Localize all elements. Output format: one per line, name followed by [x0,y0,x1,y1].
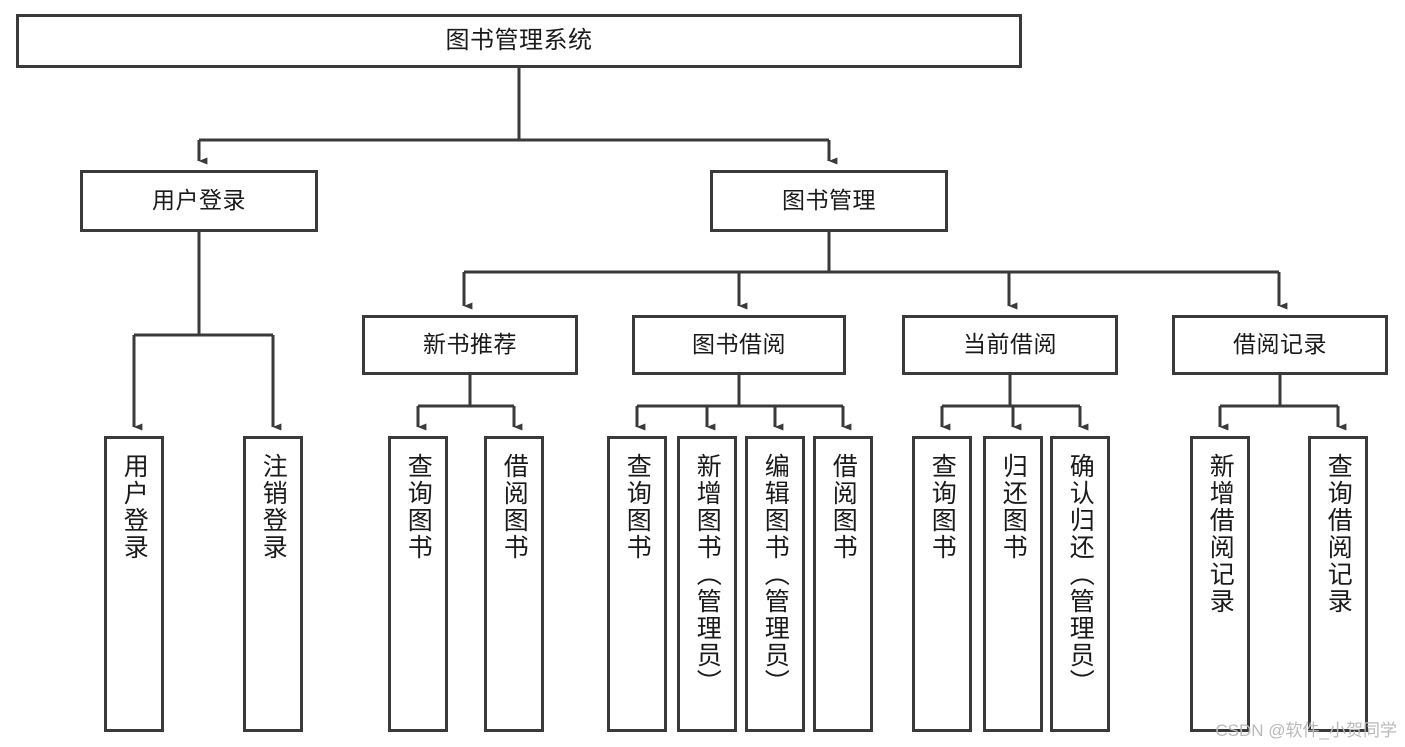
node-level2-用户登录-0[interactable]: 用户登录 [80,170,318,232]
node-leaf-查询图书-8[interactable]: 查询图书 [912,436,972,732]
watermark: CSDN @软件_小贺同学 [1215,721,1397,740]
node-leaf-label: 查询图书 [928,453,957,561]
node-leaf-查询图书-2[interactable]: 查询图书 [388,436,448,732]
node-leaf-借阅图书-3[interactable]: 借阅图书 [484,436,544,732]
node-leaf-label: 借阅图书 [829,453,858,561]
node-leaf-新增借阅记录-11[interactable]: 新增借阅记录 [1190,436,1250,732]
node-leaf-确认归还管理员-10[interactable]: 确认归还（管理员） [1050,436,1110,732]
node-leaf-查询借阅记录-12[interactable]: 查询借阅记录 [1308,436,1368,732]
node-level3-借阅记录-3[interactable]: 借阅记录 [1172,315,1388,375]
node-leaf-label: 新增图书（管理员） [693,453,722,696]
node-leaf-label: 注销登录 [259,453,288,561]
node-level3-label: 借阅记录 [1233,331,1327,358]
node-leaf-编辑图书管理员-6[interactable]: 编辑图书（管理员） [745,436,805,732]
node-leaf-label: 查询图书 [623,453,652,561]
node-leaf-label: 借阅图书 [500,453,529,561]
node-level2-图书管理-1[interactable]: 图书管理 [710,170,948,232]
node-leaf-label: 用户登录 [120,453,149,561]
node-leaf-归还图书-9[interactable]: 归还图书 [983,436,1043,732]
node-leaf-label: 归还图书 [999,453,1028,561]
node-leaf-label: 查询借阅记录 [1324,453,1353,615]
node-leaf-label: 编辑图书（管理员） [761,453,790,696]
node-level3-新书推荐-0[interactable]: 新书推荐 [362,315,578,375]
node-leaf-label: 新增借阅记录 [1206,453,1235,615]
node-level3-label: 新书推荐 [423,331,517,358]
node-level3-label: 图书借阅 [692,331,786,358]
node-leaf-借阅图书-7[interactable]: 借阅图书 [813,436,873,732]
node-leaf-用户登录-0[interactable]: 用户登录 [104,436,164,732]
node-root-label: 图书管理系统 [445,26,593,54]
node-root[interactable]: 图书管理系统 [16,14,1022,68]
node-leaf-注销登录-1[interactable]: 注销登录 [243,436,303,732]
node-leaf-查询图书-4[interactable]: 查询图书 [607,436,667,732]
node-level2-label: 用户登录 [152,187,246,214]
node-leaf-label: 确认归还（管理员） [1066,453,1095,696]
node-leaf-label: 查询图书 [404,453,433,561]
node-level2-label: 图书管理 [782,187,876,214]
node-level3-label: 当前借阅 [963,331,1057,358]
node-level3-当前借阅-2[interactable]: 当前借阅 [902,315,1118,375]
node-level3-图书借阅-1[interactable]: 图书借阅 [632,315,846,375]
node-leaf-新增图书管理员-5[interactable]: 新增图书（管理员） [677,436,737,732]
